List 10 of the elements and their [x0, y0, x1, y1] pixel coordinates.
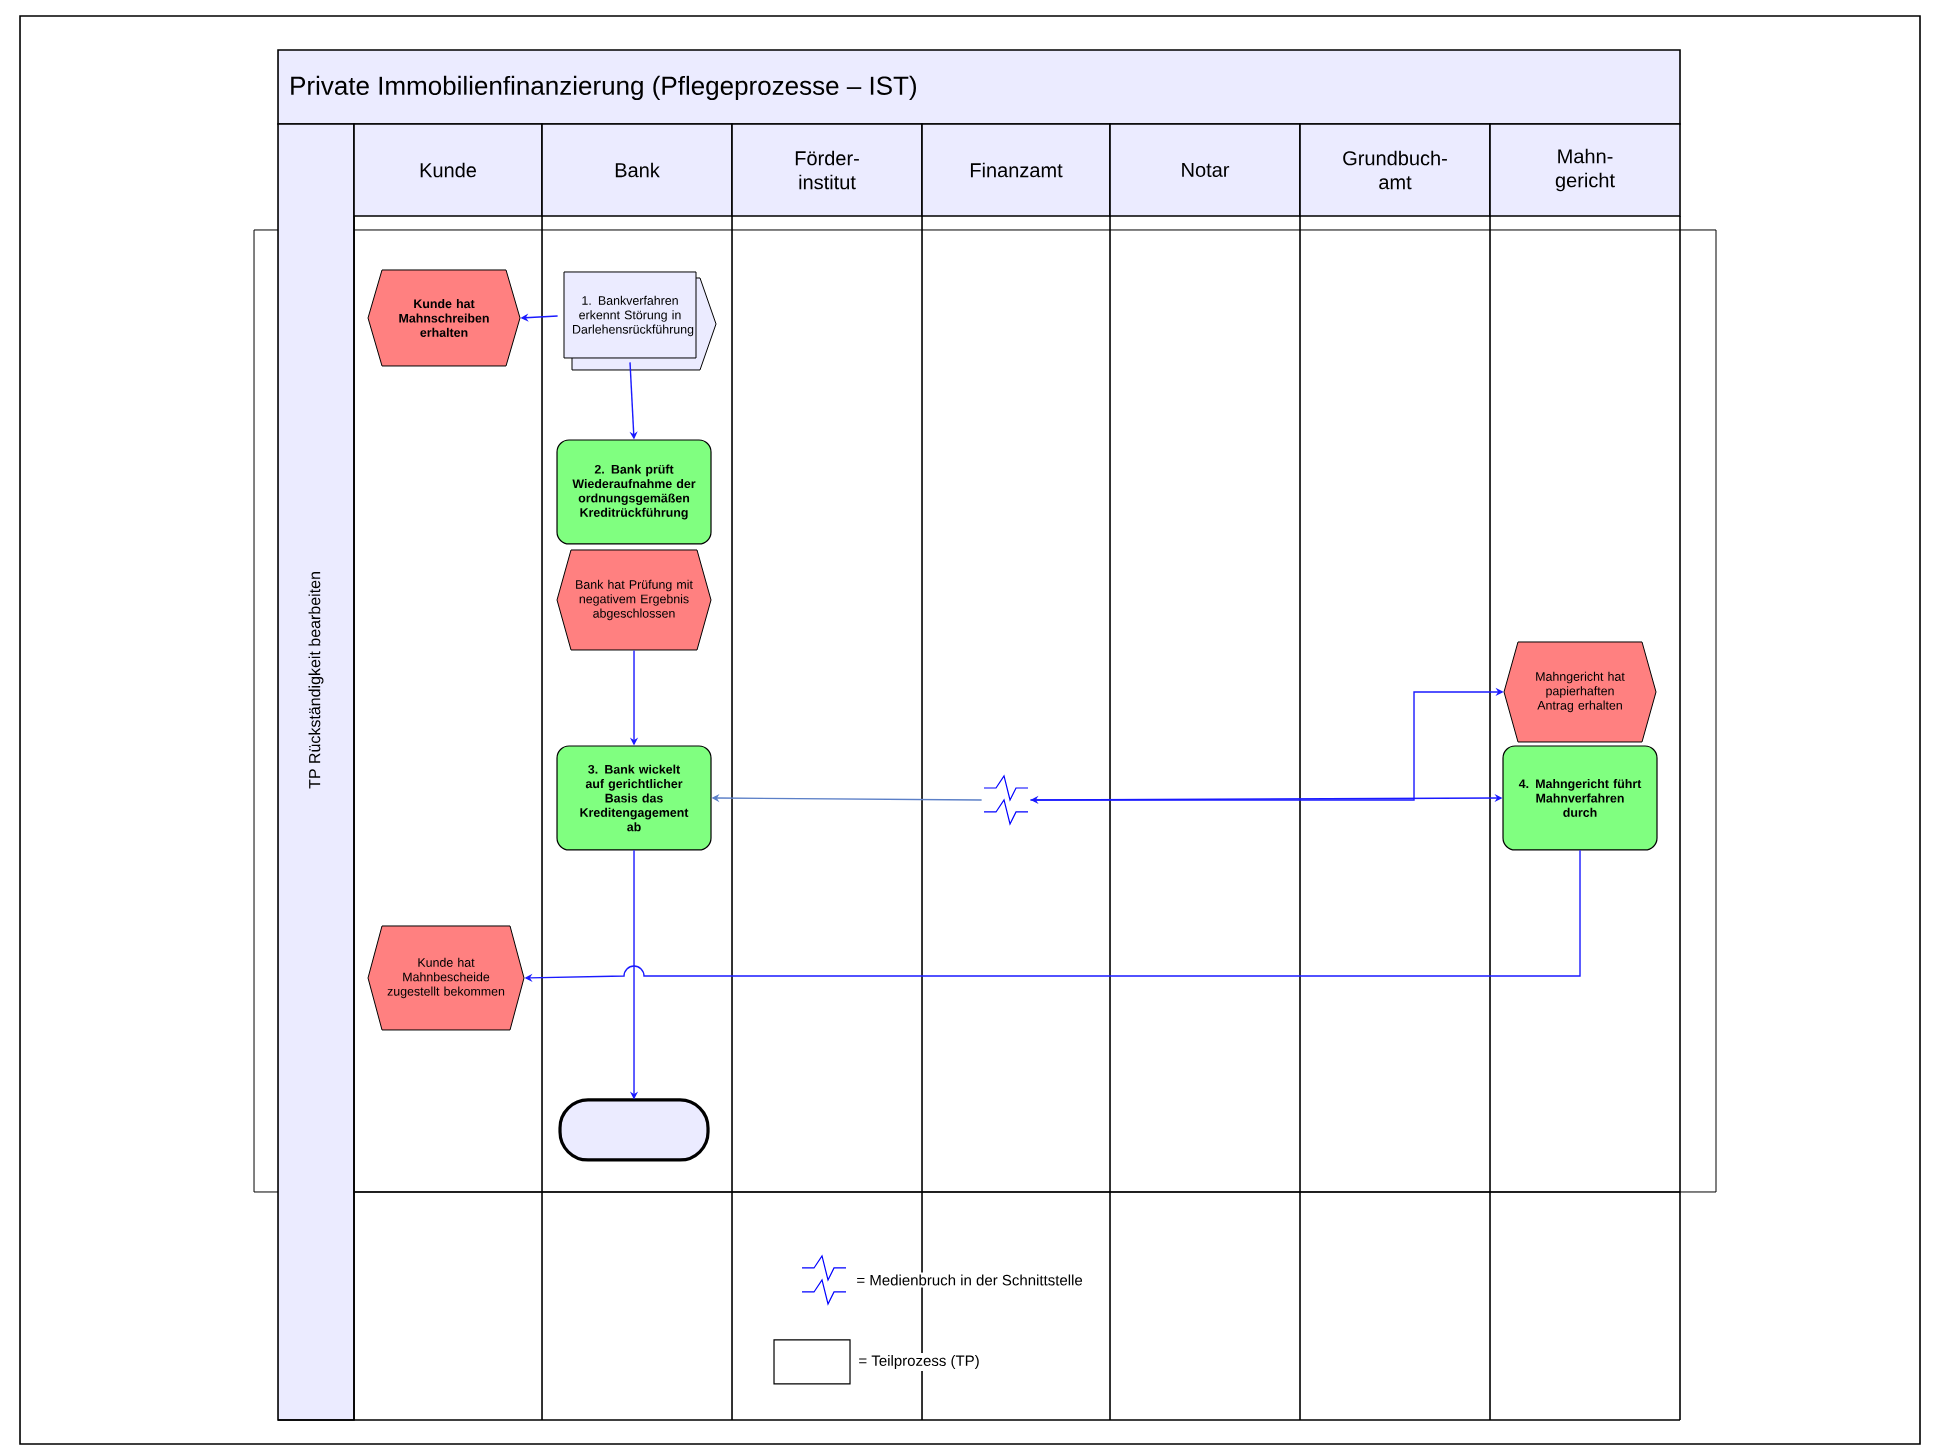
- media-break-symbol: [983, 774, 1029, 826]
- lane-label: TP Rückständigkeit bearbeiten: [308, 572, 324, 789]
- lane-header: Bank: [541, 123, 733, 217]
- lane-header: Notar: [1109, 123, 1301, 217]
- lane-header: Förder- institut: [731, 123, 923, 217]
- end-terminal: [558, 1098, 710, 1162]
- lane-header: Mahn- gericht: [1489, 123, 1681, 217]
- lane-header: Finanzamt: [921, 123, 1111, 217]
- lane-header: Grundbuch- amt: [1299, 123, 1491, 217]
- lane-header: Kunde: [353, 123, 543, 217]
